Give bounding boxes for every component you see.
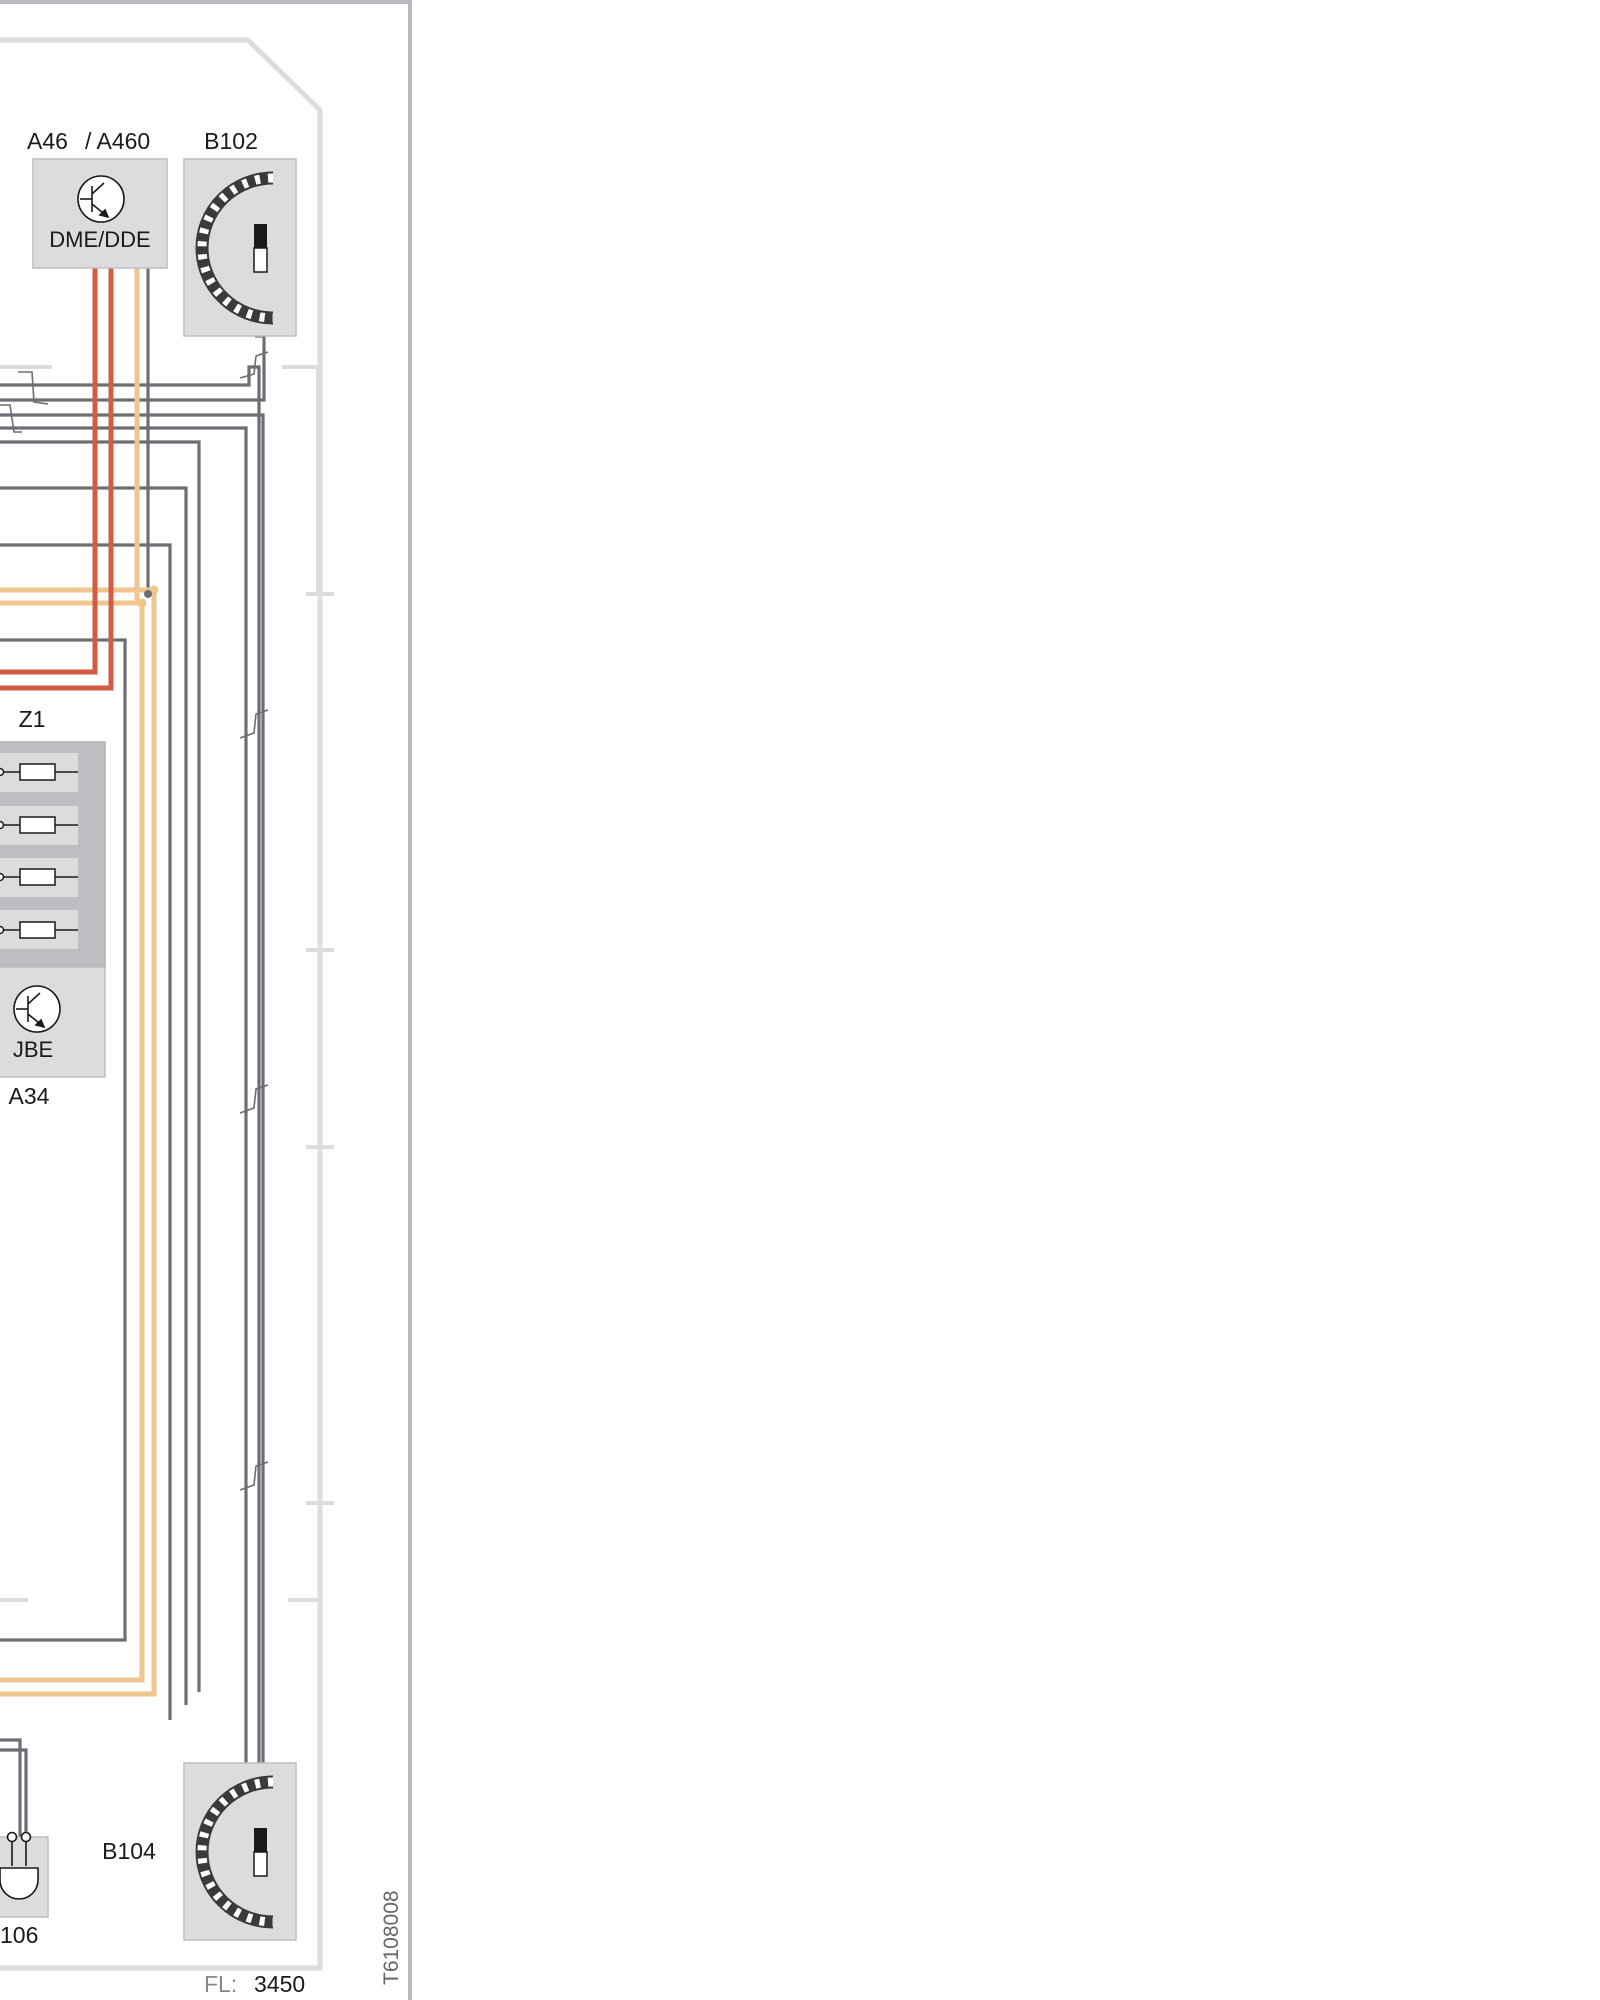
fuse-icon — [19, 763, 56, 781]
b102-label: B102 — [204, 128, 258, 154]
jbe-id-label: A34 — [9, 1083, 50, 1109]
wires-orange — [0, 268, 157, 1697]
fuse-row — [0, 806, 78, 845]
brake-switch-icon — [0, 1831, 39, 1900]
fuse-row — [0, 753, 78, 792]
fl-value-label: 3450 — [254, 1971, 305, 1997]
dme-alt-id-label: / A460 — [85, 128, 150, 154]
splice-points — [137, 585, 159, 608]
wires-gray — [0, 268, 266, 1860]
fuse-icon — [19, 816, 56, 834]
jbe-module: JBE A34 — [0, 966, 106, 1109]
z1-label: Z1 — [19, 706, 46, 732]
side-brackets — [282, 365, 334, 1968]
transistor-icon — [77, 175, 125, 223]
fuse-icon — [19, 868, 56, 886]
dme-dde-module: A46 / A460 DME/DDE — [27, 128, 168, 269]
b104-sensor: B104 — [102, 1762, 297, 1941]
dme-name-label: DME/DDE — [49, 227, 150, 252]
wires-red — [0, 268, 114, 691]
jbe-name-label: JBE — [13, 1037, 53, 1062]
fuse-row — [0, 858, 78, 897]
b104-label: B104 — [102, 1838, 156, 1864]
document-id: T6108008 — [380, 1890, 403, 1985]
fuse-row — [0, 910, 78, 949]
diagram-frame — [0, 0, 412, 2000]
b106-switch: 106 — [0, 1831, 49, 1948]
b106-label: 106 — [0, 1922, 38, 1948]
wheel-speed-sensor-icon — [195, 1775, 274, 1929]
b102-sensor: B102 — [183, 128, 297, 337]
footer: FL: 3450 T6108008 — [204, 1890, 403, 1997]
wheel-speed-sensor-icon — [195, 171, 274, 325]
fl-key-label: FL: — [204, 1971, 237, 1997]
dme-id-label: A46 — [27, 128, 68, 154]
fuse-icon — [19, 921, 56, 939]
z1-fuse-carrier: Z1 — [0, 706, 106, 968]
transistor-icon — [13, 985, 61, 1033]
break-markers — [0, 351, 269, 1491]
